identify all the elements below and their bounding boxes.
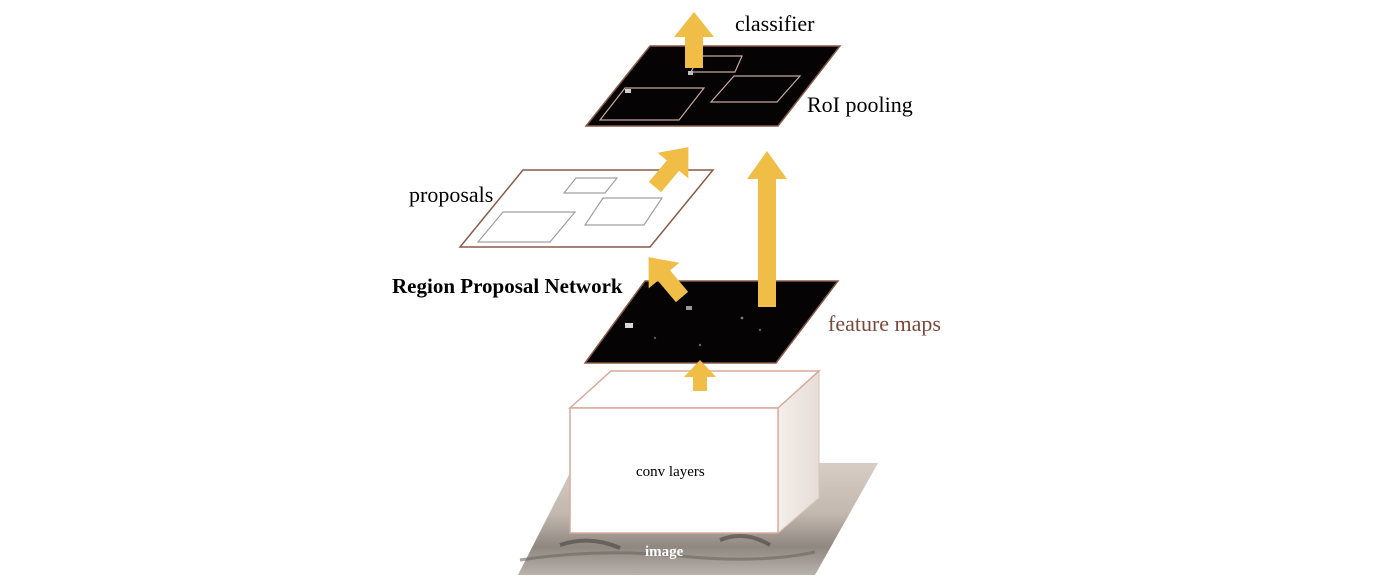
feature-highlight [625,323,633,328]
roi-pooling-plane [586,46,840,126]
classifier-label: classifier [735,13,814,35]
roi-pooling-label: RoI pooling [807,94,913,116]
rpn-label: Region Proposal Network [392,276,623,297]
roi-highlight [688,71,693,75]
image-label: image [645,545,683,560]
conv-layers-label: conv layers [636,465,705,480]
proposals-label: proposals [409,184,493,206]
feature-maps-label: feature maps [828,313,941,335]
feature-highlight [686,306,692,310]
proposals-plane [460,170,713,247]
roi-highlight [625,89,631,93]
conv-layers-box [570,371,819,533]
